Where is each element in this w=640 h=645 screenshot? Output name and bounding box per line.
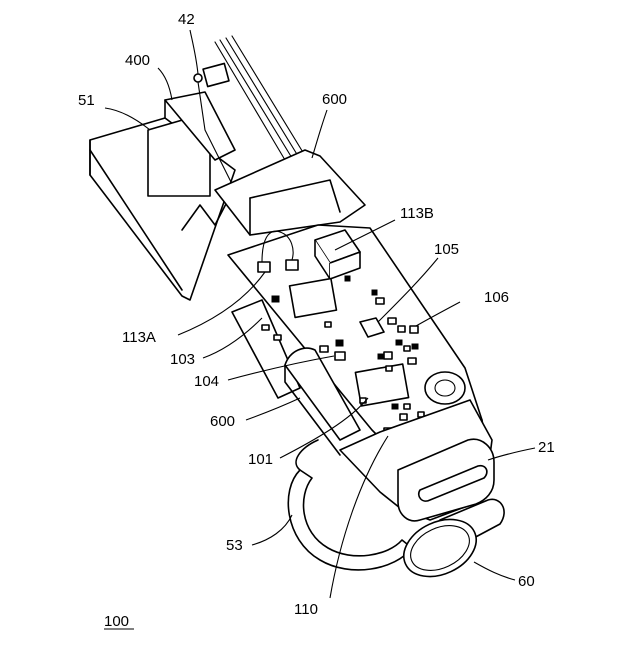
label-110: 110 bbox=[294, 601, 318, 618]
label-113B: 113B bbox=[400, 205, 434, 222]
label-103: 103 bbox=[170, 351, 195, 368]
wrap-600-top bbox=[215, 150, 365, 235]
label-42: 42 bbox=[178, 11, 195, 28]
label-21: 21 bbox=[538, 439, 555, 456]
label-53: 53 bbox=[226, 537, 243, 554]
label-60: 60 bbox=[518, 573, 535, 590]
label-600-side: 600 bbox=[210, 413, 235, 430]
label-113A: 113A bbox=[122, 329, 156, 346]
label-104: 104 bbox=[194, 373, 219, 390]
label-101: 101 bbox=[248, 451, 273, 468]
label-600-top: 600 bbox=[322, 91, 347, 108]
figure-reference: 100 bbox=[104, 613, 129, 630]
label-106: 106 bbox=[484, 289, 509, 306]
label-105: 105 bbox=[434, 241, 459, 258]
label-51: 51 bbox=[78, 92, 95, 109]
label-400: 400 bbox=[125, 52, 150, 69]
